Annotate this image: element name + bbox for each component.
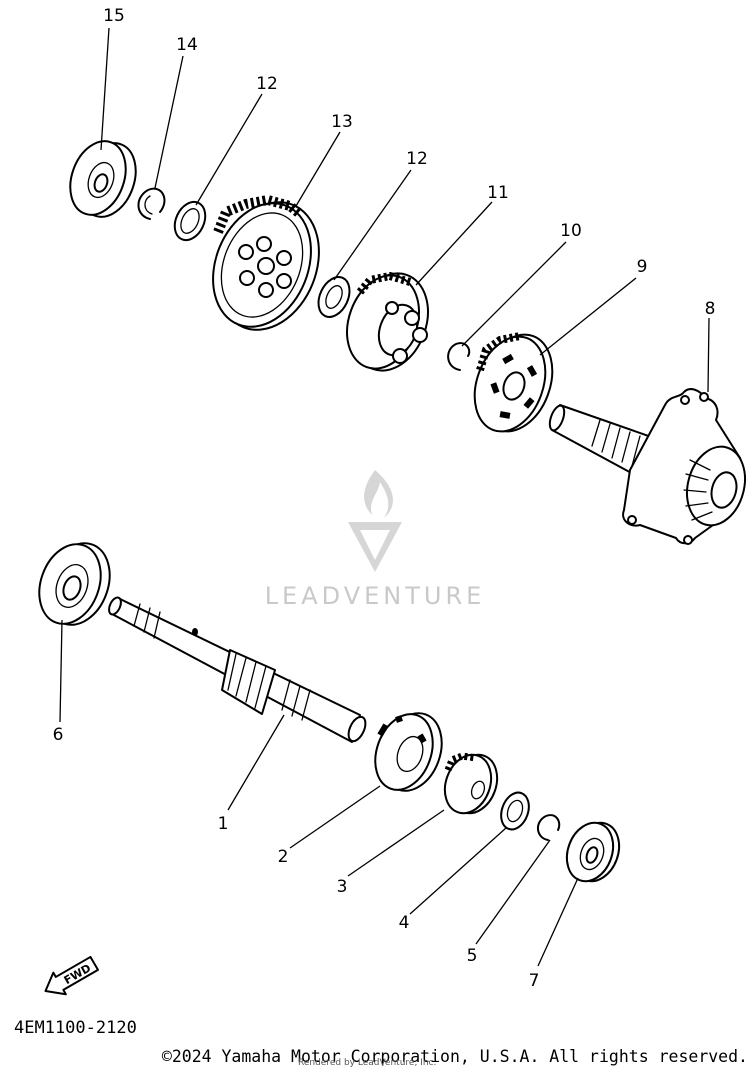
part-10-circlip[interactable] [447,342,471,371]
part-1-main-shaft[interactable] [107,596,369,744]
callout-7[interactable]: 7 [529,971,540,991]
callout-12-top[interactable]: 12 [256,74,278,94]
callout-12-middle[interactable]: 12 [406,149,428,169]
watermark: LEADVENTURE [265,470,486,610]
part-8-output-shaft[interactable] [547,388,750,545]
callout-15[interactable]: 15 [103,6,125,26]
flame-logo-icon [348,470,402,572]
part-7-bearing[interactable] [559,816,627,887]
part-5-circlip[interactable] [537,814,561,841]
callout-8[interactable]: 8 [705,299,716,319]
part-9-gear[interactable] [462,324,565,441]
leader-lines [59,27,710,967]
callout-numbers: 15 14 12 13 12 11 10 9 8 6 1 2 3 4 5 7 [53,6,716,991]
callout-5[interactable]: 5 [467,946,478,966]
part-3-gear[interactable] [437,748,505,819]
part-12-washer-top[interactable] [169,197,211,245]
part-12-washer-middle[interactable] [312,272,355,322]
part-6-bearing[interactable] [29,534,121,633]
part-11-hub[interactable] [335,263,441,382]
copyright-notice: ©2024 Yamaha Motor Corporation, U.S.A. A… [161,1047,748,1066]
part-13-gear[interactable] [195,187,337,345]
callout-4[interactable]: 4 [399,913,410,933]
part-2-dog-clutch[interactable] [365,705,452,799]
rendered-by-notice: Rendered by LeadVenture, Inc. [298,1058,437,1068]
callout-11[interactable]: 11 [487,183,509,203]
diagram-code: 4EM1100-2120 [14,1018,137,1038]
callout-1[interactable]: 1 [218,814,229,834]
part-14-circlip[interactable] [137,187,166,220]
callout-2[interactable]: 2 [278,847,289,867]
callout-13[interactable]: 13 [331,112,353,132]
part-4-washer[interactable] [496,789,533,834]
fwd-arrow: FWD [44,955,99,996]
callout-3[interactable]: 3 [337,877,348,897]
callout-9[interactable]: 9 [637,257,648,277]
callout-10[interactable]: 10 [560,221,582,241]
callout-6[interactable]: 6 [53,725,64,745]
part-15-bearing[interactable] [61,133,146,224]
watermark-text: LEADVENTURE [265,582,486,610]
callout-14[interactable]: 14 [176,35,198,55]
